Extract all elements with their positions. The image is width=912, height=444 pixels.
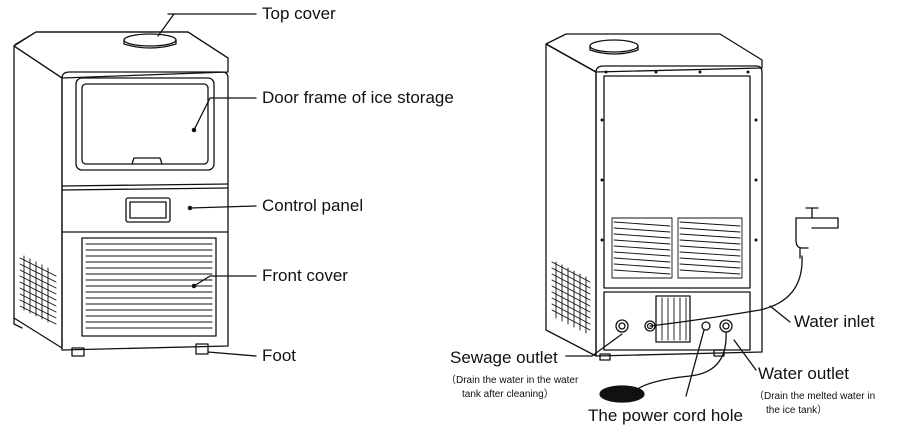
rear-unit-back-face	[595, 65, 763, 357]
front-unit-front-face	[61, 71, 229, 351]
rear-lower-panel	[603, 291, 751, 351]
power-cord-hole	[701, 321, 711, 331]
label-water-inlet: Water inlet	[794, 312, 875, 331]
water-inlet-hose	[649, 255, 803, 327]
rear-unit-side-panel	[545, 43, 597, 357]
water-outlet-port	[719, 319, 733, 333]
foot	[195, 343, 209, 355]
label-water-outlet: Water outlet	[758, 364, 850, 383]
front-side-vents	[19, 255, 57, 325]
label-top-cover: Top cover	[262, 4, 336, 23]
sewage-outlet-port	[615, 319, 629, 333]
water-outlet-note-line2: the ice tank）	[766, 405, 828, 416]
door-frame	[75, 77, 215, 171]
sewage-outlet-note-line1: （Drain the water in the water	[446, 375, 579, 386]
rear-unit	[545, 33, 839, 403]
label-front-cover: Front cover	[262, 266, 348, 285]
label-foot: Foot	[262, 346, 297, 365]
top-cover	[123, 33, 177, 47]
label-sewage-outlet: Sewage outlet	[450, 348, 558, 367]
front-grille	[81, 237, 217, 337]
front-unit-top	[13, 31, 229, 79]
water-outlet-note-line1: （Drain the melted water in	[754, 391, 876, 402]
foot-left	[71, 347, 85, 357]
water-faucet	[795, 207, 839, 259]
sewage-outlet-note-line2: tank after cleaning）	[462, 389, 554, 400]
drain-hose	[635, 331, 727, 391]
rear-side-vents	[551, 261, 591, 334]
front-unit	[13, 13, 257, 357]
rear-grille	[611, 217, 743, 279]
label-control-panel: Control panel	[262, 196, 364, 215]
floor-drain	[599, 385, 645, 403]
label-power-cord-hole: The power cord hole	[588, 406, 743, 425]
label-door-frame: Door frame of ice storage	[262, 88, 454, 107]
control-panel	[125, 197, 171, 223]
